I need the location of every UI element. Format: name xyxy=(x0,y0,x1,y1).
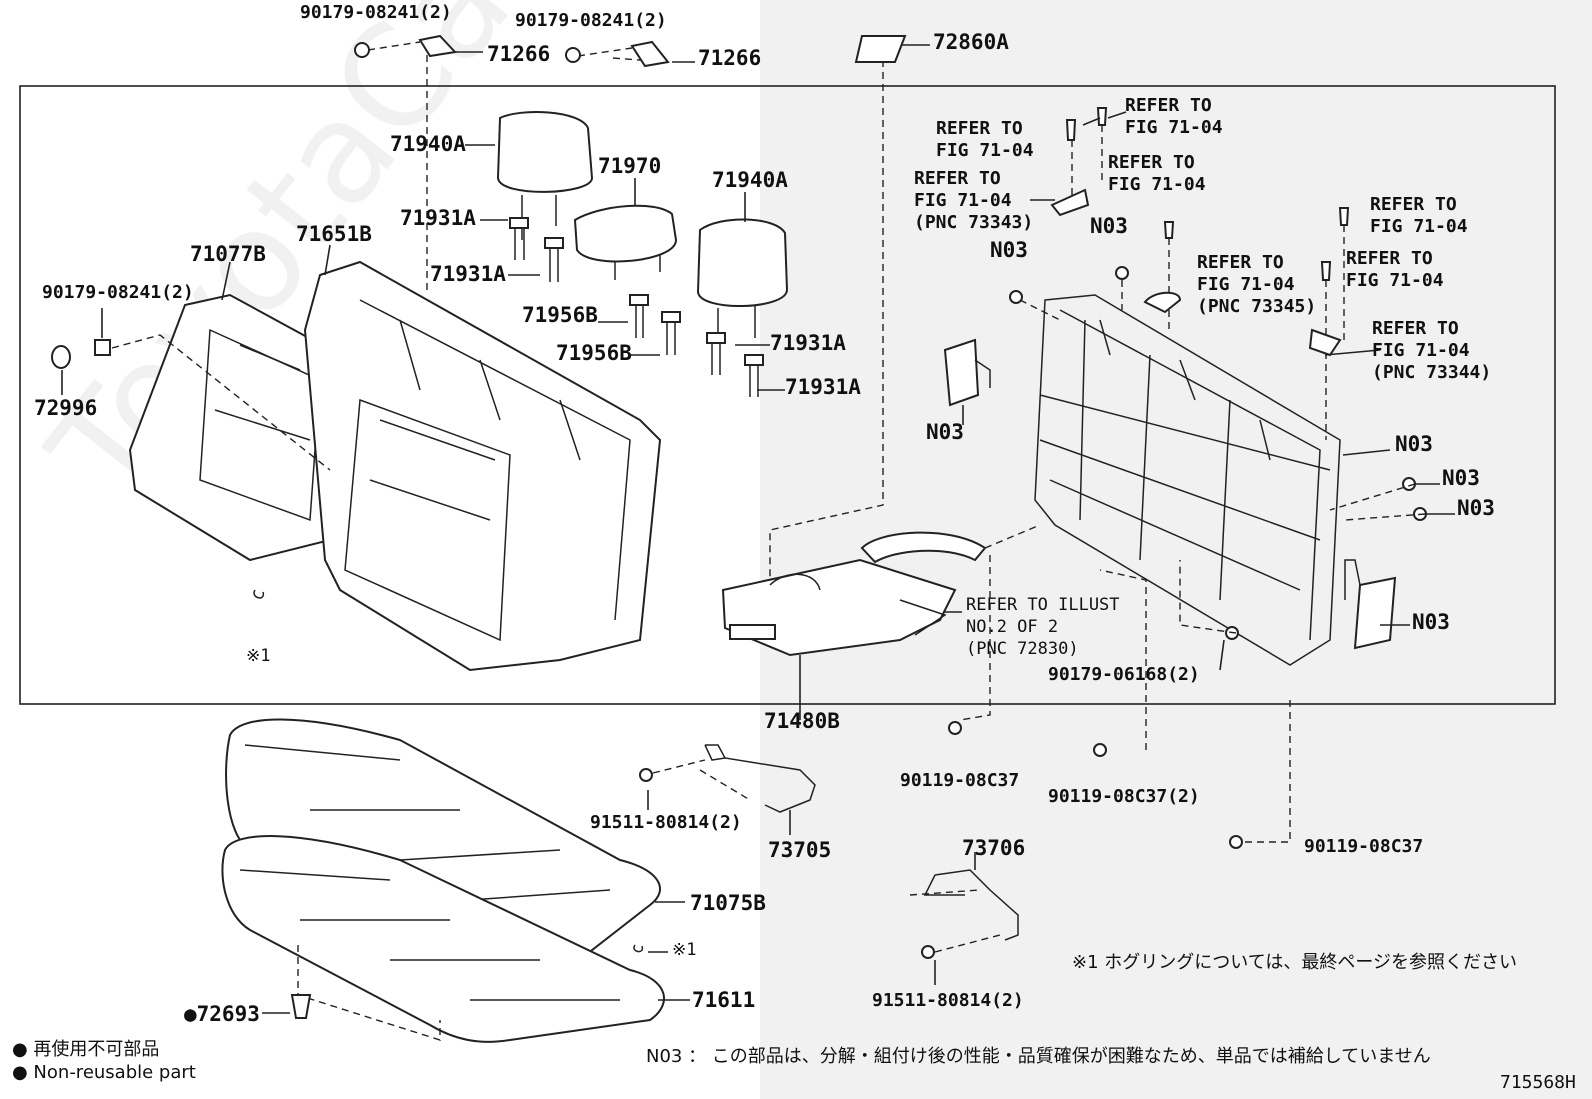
legend-non-reusable-jp: ● 再使用不可部品 xyxy=(12,1039,160,1060)
refer-note-3: REFER TO FIG 71-04 (PNC 73343) xyxy=(914,168,1034,233)
bracket-73705 xyxy=(704,744,816,813)
note-n03: N03 ： この部品は、分解・組付け後の性能・品質確保が困難なため、単品では補給… xyxy=(646,1046,1431,1067)
part-N03-3: N03 xyxy=(926,420,964,444)
assembly-frame xyxy=(19,85,1556,705)
seatback-cover xyxy=(303,260,662,672)
headrest-center xyxy=(573,204,678,280)
part-71931A-2: 71931A xyxy=(430,262,506,286)
bracket-71266-b xyxy=(630,40,670,68)
part-71931A-3: 71931A xyxy=(770,331,846,355)
part-N03-2: N03 xyxy=(1090,214,1128,238)
part-90179-06168: 90179-06168(2) xyxy=(1048,664,1200,685)
part-90119-08C37-c: 90119-08C37 xyxy=(1304,836,1424,857)
refer-note-7: REFER TO FIG 71-04 xyxy=(1346,248,1444,291)
clip-72996 xyxy=(51,339,111,369)
seatback-frame xyxy=(1034,294,1341,666)
side-support-right xyxy=(1344,559,1397,650)
note-marker-left: ※1 xyxy=(246,646,271,666)
part-73705: 73705 xyxy=(768,838,832,862)
part-71970: 71970 xyxy=(598,154,662,178)
headrest-left xyxy=(496,111,594,240)
refer-note-8: REFER TO FIG 71-04 (PNC 73344) xyxy=(1372,318,1492,383)
diagram-id: 715568H xyxy=(1500,1072,1576,1093)
part-90119-08C37-a: 90119-08C37 xyxy=(900,770,1020,791)
part-91511-80814-a: 91511-80814(2) xyxy=(590,812,742,833)
part-72693: ●72693 xyxy=(184,1002,260,1026)
part-71266-b: 71266 xyxy=(698,46,762,70)
part-N03-6: N03 xyxy=(1457,496,1495,520)
part-71956B-2: 71956B xyxy=(556,341,632,365)
part-73706: 73706 xyxy=(962,836,1026,860)
refer-note-4: REFER TO FIG 71-04 xyxy=(1108,152,1206,195)
part-71940A-right: 71940A xyxy=(712,168,788,192)
part-71611: 71611 xyxy=(692,988,756,1012)
legend-non-reusable-en: ● Non-reusable part xyxy=(12,1062,196,1083)
part-90179-08241-b: 90179-08241(2) xyxy=(515,10,667,31)
note-hog-ring: ※1 ホグリングについては、最終ページを参照ください xyxy=(1072,952,1517,973)
bracket-71266-a xyxy=(418,34,458,58)
part-71266-a: 71266 xyxy=(487,42,551,66)
part-90119-08C37-b: 90119-08C37(2) xyxy=(1048,786,1200,807)
part-71075B: 71075B xyxy=(690,891,766,915)
headrest-guides xyxy=(509,217,764,397)
refer-note-armrest: REFER TO ILLUST NO.2 OF 2 (PNC 72830) xyxy=(966,595,1120,659)
refer-note-2: REFER TO FIG 71-04 xyxy=(1125,95,1223,138)
part-90179-08241-c: 90179-08241(2) xyxy=(42,282,194,303)
refer-note-1: REFER TO FIG 71-04 xyxy=(936,118,1034,161)
part-71931A-1: 71931A xyxy=(400,206,476,230)
part-N03-7: N03 xyxy=(1412,610,1450,634)
part-90179-08241-a: 90179-08241(2) xyxy=(300,2,452,23)
part-71940A-left: 71940A xyxy=(390,132,466,156)
headrest-right xyxy=(696,218,789,340)
part-91511-80814-b: 91511-80814(2) xyxy=(872,990,1024,1011)
armrest xyxy=(721,531,987,657)
part-71077B: 71077B xyxy=(190,242,266,266)
frame-brackets xyxy=(1050,188,1342,357)
cup-holder-72860A xyxy=(854,35,907,63)
part-71480B: 71480B xyxy=(764,709,840,733)
refer-note-6: REFER TO FIG 71-04 (PNC 73345) xyxy=(1197,252,1317,317)
seat-cushion xyxy=(221,718,665,1043)
part-71956B-1: 71956B xyxy=(522,303,598,327)
part-N03-1: N03 xyxy=(990,238,1028,262)
part-71651B: 71651B xyxy=(296,222,372,246)
part-71931A-4: 71931A xyxy=(785,375,861,399)
part-72860A: 72860A xyxy=(933,30,1009,54)
note-marker-mid: ※1 xyxy=(672,940,697,960)
part-N03-4: N03 xyxy=(1395,432,1433,456)
part-72996: 72996 xyxy=(34,396,98,420)
refer-note-5: REFER TO FIG 71-04 xyxy=(1370,194,1468,237)
part-N03-5: N03 xyxy=(1442,466,1480,490)
side-support-left xyxy=(943,338,991,407)
seatback-left xyxy=(128,293,342,562)
bracket-73706 xyxy=(923,869,1019,941)
